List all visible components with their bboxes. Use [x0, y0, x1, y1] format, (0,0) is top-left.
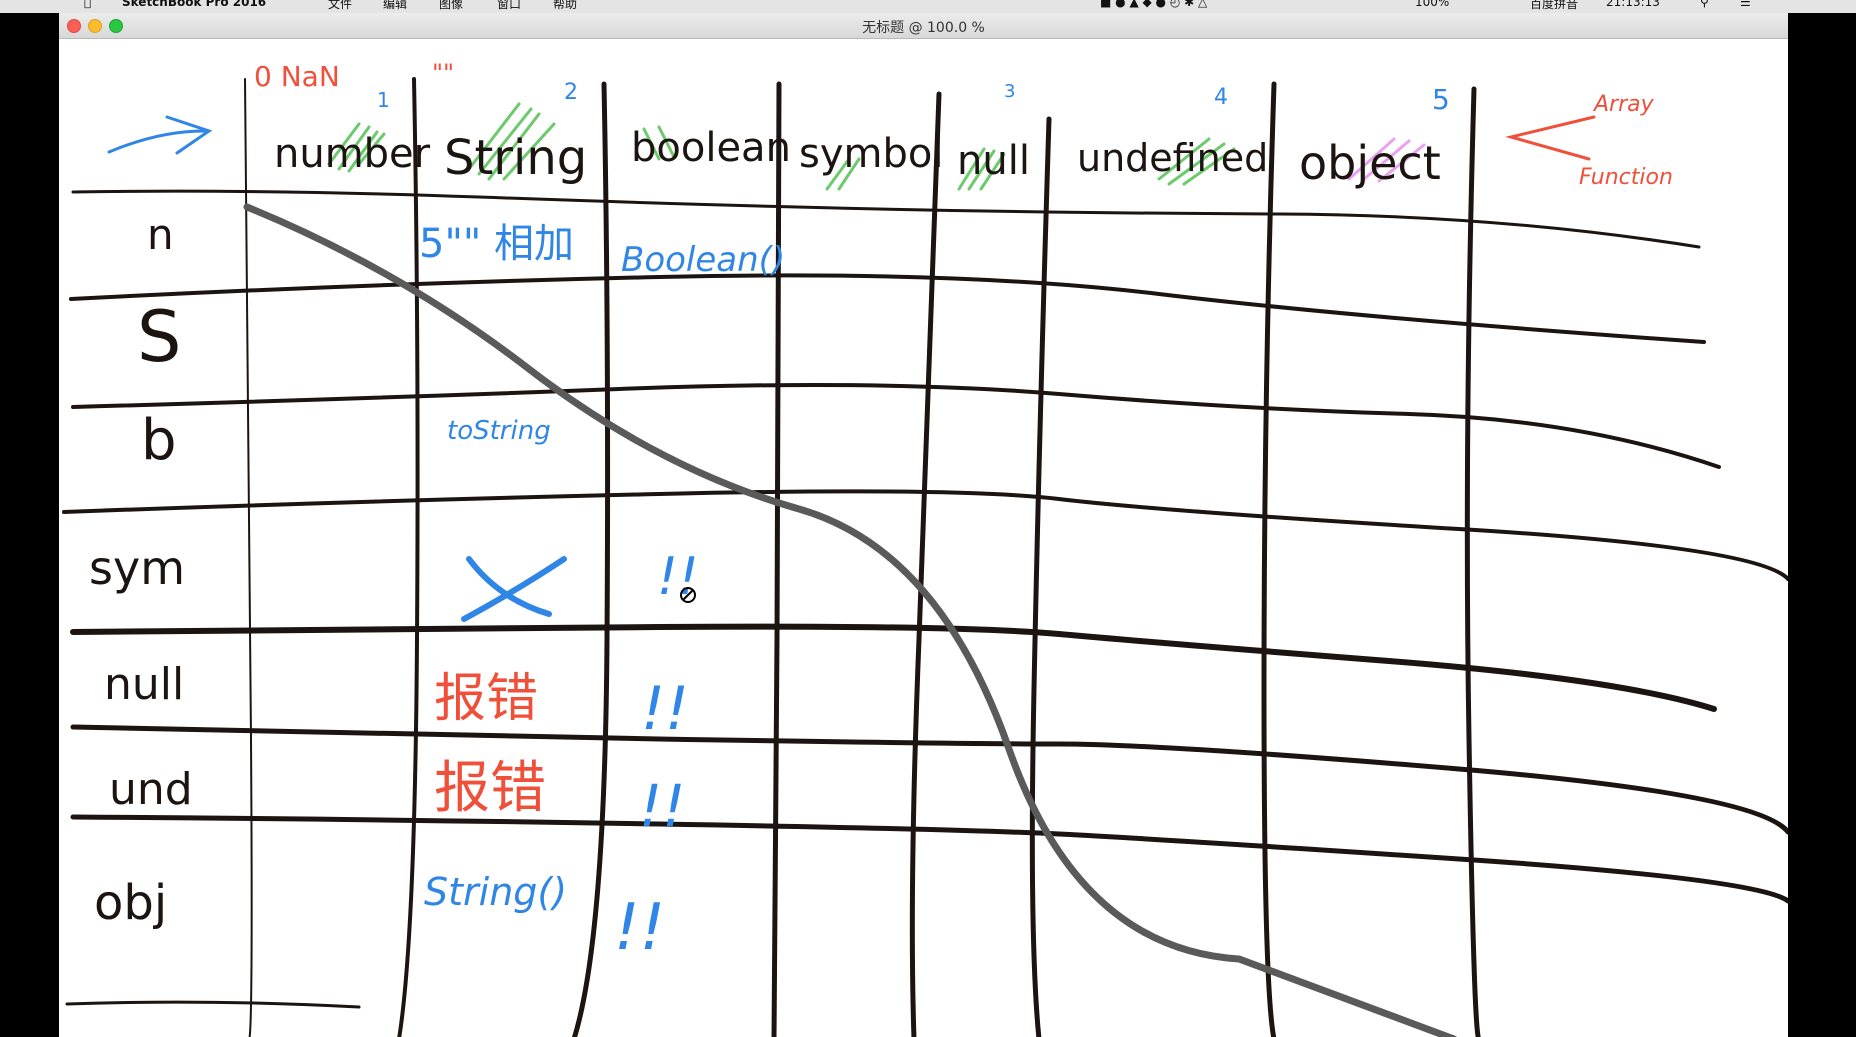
grid-line: [397, 77, 420, 1037]
battery-percent[interactable]: 100%: [1415, 0, 1450, 9]
clock[interactable]: 21:13:13: [1606, 0, 1660, 9]
object-arrow: [1505, 115, 1596, 161]
grid-line: [65, 1000, 361, 1009]
grid-line: [1261, 81, 1277, 1037]
notification-center-icon[interactable]: ☰: [1740, 0, 1751, 9]
col-header-undefined: undefined: [1077, 136, 1268, 180]
minimize-window-button[interactable]: [88, 19, 102, 33]
cell-und-string: 报错: [434, 756, 546, 821]
col-header-object: object: [1299, 136, 1441, 190]
col-header-number: number: [274, 131, 431, 177]
count-1: 1: [377, 88, 390, 112]
grid-line: [1464, 86, 1481, 1037]
app-menu[interactable]: SketchBook Pro 2016: [122, 0, 267, 9]
grid-line: [70, 814, 1788, 904]
grid-lines: [62, 77, 1788, 1037]
diagonal-line: [243, 203, 1457, 1037]
cell-sym-boolean: !!: [657, 547, 699, 607]
row-header-obj: obj: [94, 875, 167, 931]
input-method[interactable]: 百度拼音: [1530, 0, 1579, 11]
grid-line: [1029, 116, 1052, 1037]
zoom-window-button[interactable]: [109, 19, 123, 33]
col-header-symbol: symbol: [799, 131, 943, 177]
grid-line: [70, 724, 1788, 835]
row-header-null: null: [104, 659, 184, 710]
cell-obj-boolean: !!: [614, 891, 665, 965]
menu-file[interactable]: 文件: [328, 0, 353, 11]
cell-null-string: 报错: [434, 669, 538, 729]
count-5: 5: [1432, 83, 1450, 116]
col-header-null: null: [957, 138, 1030, 184]
menu-window[interactable]: 窗口: [497, 0, 522, 11]
menu-edit[interactable]: 编辑: [383, 0, 408, 11]
count-2: 2: [564, 80, 578, 105]
header-strikes: [327, 102, 1236, 191]
grid-line: [71, 383, 1721, 469]
grid-line: [909, 91, 942, 1037]
grid-line: [69, 273, 1706, 344]
string-empty-note: "": [432, 59, 454, 87]
cell-n-string: 5"" 相加: [419, 221, 574, 267]
grid-line: [771, 81, 782, 1037]
sketchbook-window: 无标题 @ 100.0 %: [59, 13, 1788, 1037]
cursor-icon: [680, 587, 696, 603]
col-header-boolean: boolean: [631, 125, 791, 171]
menu-image[interactable]: 图像: [439, 0, 464, 11]
cell-null-boolean: !!: [641, 674, 689, 744]
object-type-array: Array: [1592, 92, 1655, 117]
row-header-und: und: [109, 764, 193, 815]
object-type-function: Function: [1579, 165, 1673, 190]
row-header-sym: sym: [89, 541, 185, 595]
arrow-icon: [107, 115, 213, 155]
row-header-s: S: [137, 296, 181, 378]
spotlight-icon[interactable]: ⚲: [1700, 0, 1709, 9]
col-header-string: String: [444, 130, 587, 186]
cell-n-boolean: Boolean(): [621, 240, 785, 280]
apple-menu-icon[interactable]: : [84, 0, 91, 9]
close-window-button[interactable]: [67, 19, 81, 33]
grid-line: [70, 623, 1717, 712]
grid-line: [571, 81, 611, 1037]
row-header-b: b: [141, 408, 177, 473]
grid-line: [71, 189, 1701, 249]
cell-und-boolean: !!: [639, 772, 686, 840]
status-icons[interactable]: ■ ● ▲ ◆ ● ◴ ✱ △: [1100, 0, 1208, 9]
cell-obj-string: String(): [424, 870, 567, 914]
row-header-n: n: [147, 210, 174, 259]
grid-line: [244, 78, 253, 1037]
menu-help[interactable]: 帮助: [553, 0, 578, 11]
count-4: 4: [1214, 85, 1228, 110]
count-3: 3: [1004, 81, 1015, 102]
window-title: 无标题 @ 100.0 %: [862, 20, 985, 36]
drawing-canvas[interactable]: number String boolean symbol null undefi…: [59, 39, 1788, 1037]
title-bar: 无标题 @ 100.0 %: [59, 13, 1788, 39]
object-strike: [1347, 137, 1426, 183]
menu-bar:  SketchBook Pro 2016 文件 编辑 图像 窗口 帮助 ■ ●…: [0, 0, 1856, 13]
number-values-note: 0 NaN: [254, 60, 340, 93]
cell-b-string: toString: [447, 416, 551, 446]
cell-sym-string-cross: [461, 556, 567, 622]
